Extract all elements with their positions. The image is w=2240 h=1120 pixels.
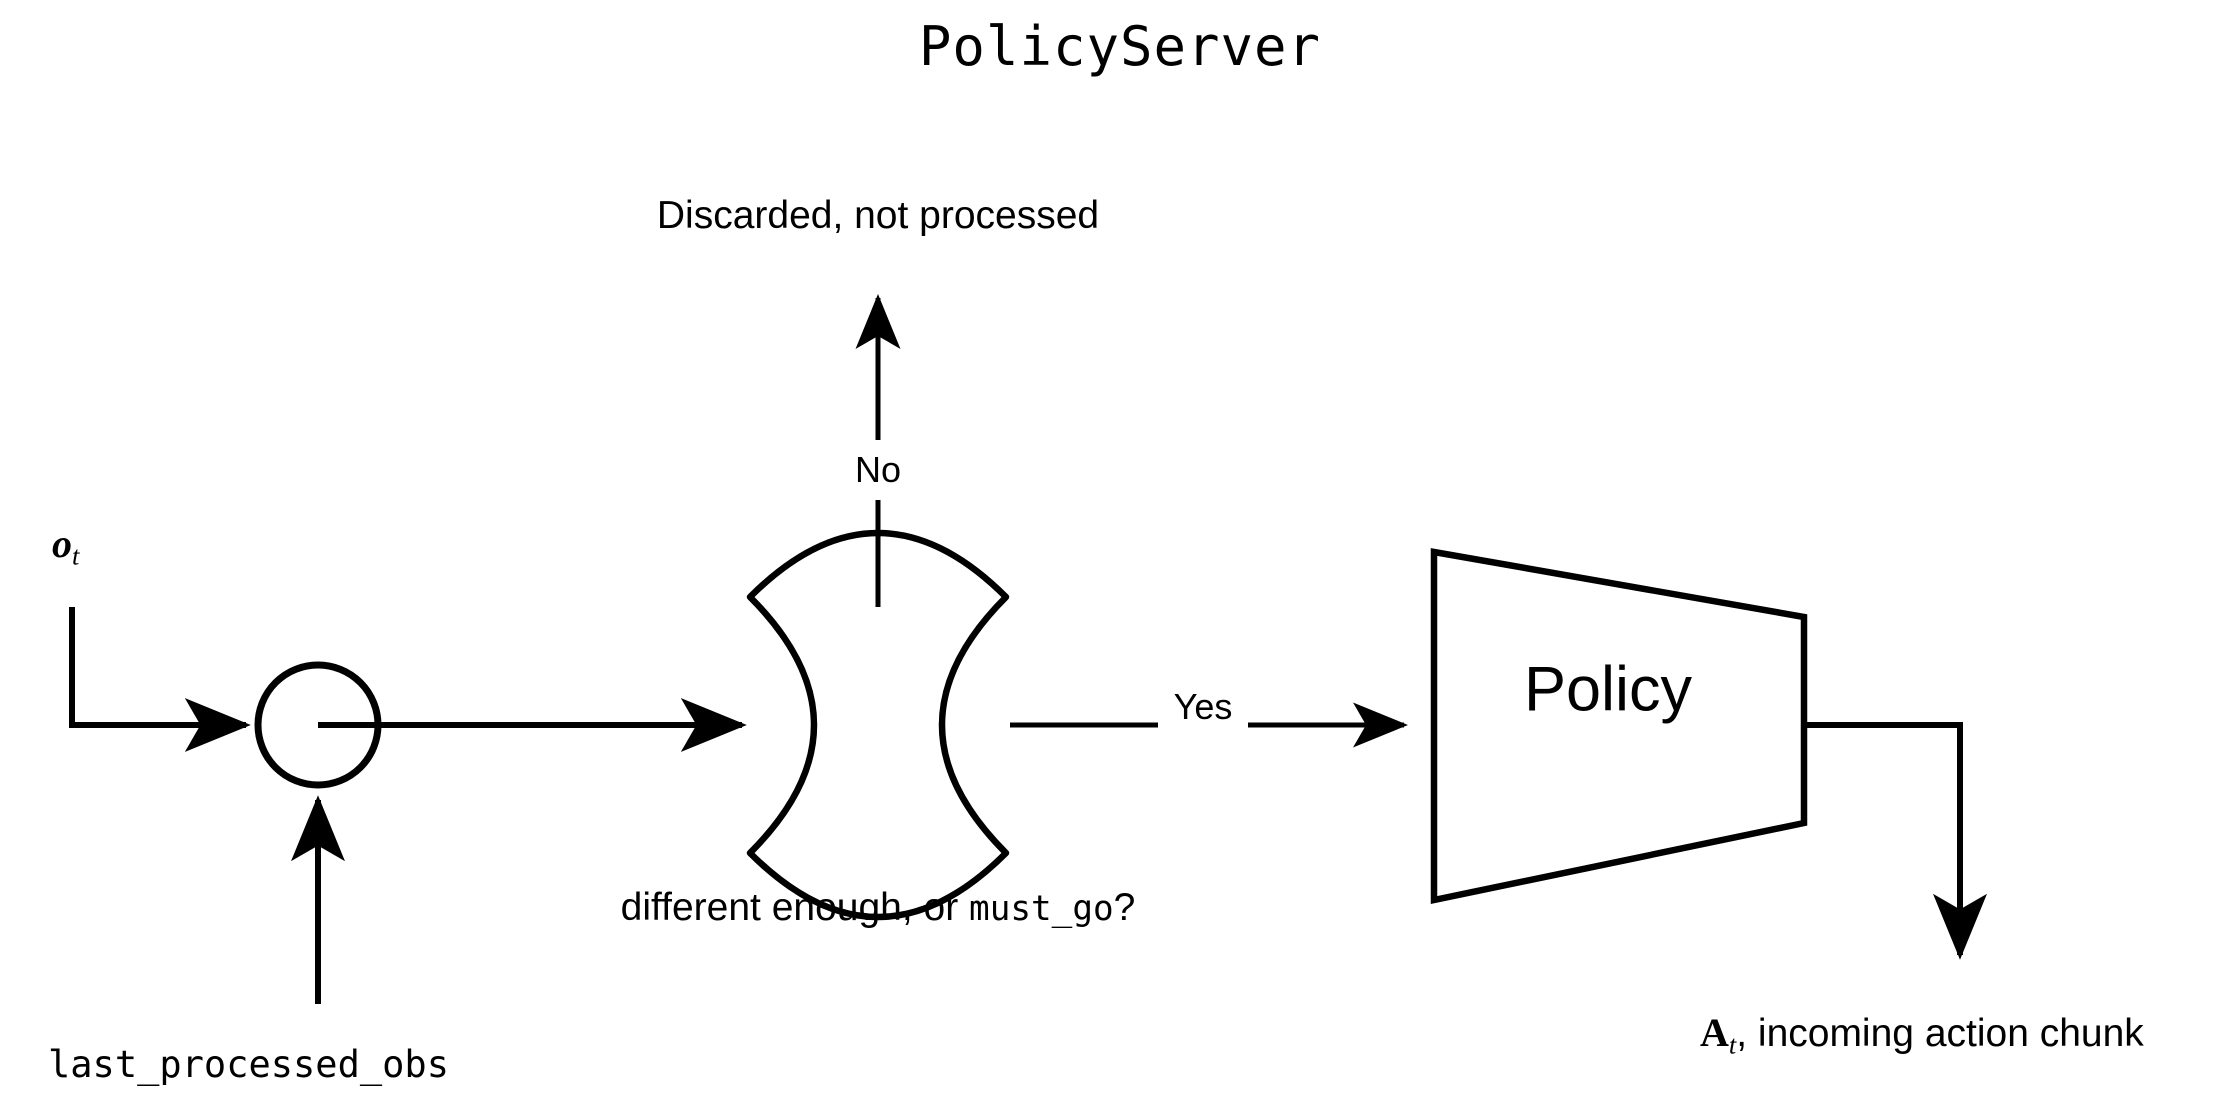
discarded-label: Discarded, not processed [656,194,1100,237]
decision-question-code: must_go [969,889,1114,929]
policy-node-shape [1430,548,1808,904]
observation-symbol: o [52,521,72,566]
observation-subscript: t [72,540,80,571]
edge-obs-to-merge [69,607,251,752]
edge-label-no: No [847,452,909,488]
decision-node-shape [746,529,1010,921]
policy-node-label: Policy [1523,654,1693,725]
decision-question-label: different enough, or must_go? [621,888,1136,927]
observation-label: ot [52,524,79,569]
action-chunk-text: , incoming action chunk [1736,1012,2144,1055]
edge-label-yes: Yes [1166,689,1240,725]
decision-question-suffix: ? [1113,886,1136,929]
decision-question-prefix: different enough, or [620,886,970,929]
edge-policy-to-output [1804,722,1987,960]
page-title: PolicyServer [918,15,1322,78]
action-chunk-subscript: t [1728,1029,1737,1060]
action-chunk-label: At, incoming action chunk [1700,1013,2144,1058]
last-processed-obs-label: last_processed_obs [48,1043,449,1086]
action-chunk-symbol: A [1700,1010,1729,1055]
